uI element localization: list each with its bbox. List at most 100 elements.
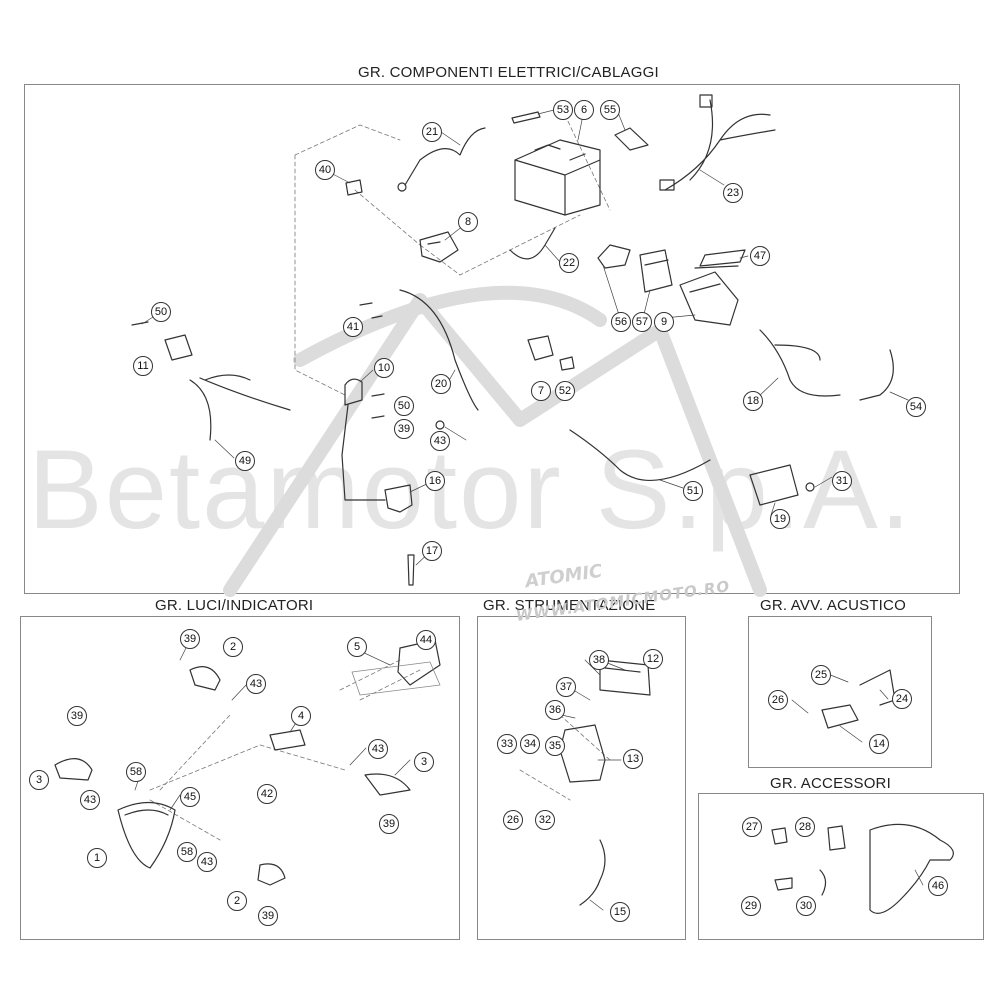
callout-lights-part-number: 44 [416, 630, 436, 650]
left-indicator-part [54, 758, 93, 781]
front-harness-part [664, 99, 776, 191]
front-indicator-part [189, 666, 221, 691]
cable-tie-part [774, 877, 793, 891]
electrical-section-title: GR. COMPONENTI ELETTRICI/CABLAGGI [358, 64, 659, 81]
callout-electrical-part-number: 56 [611, 312, 631, 332]
callout-horn-part-number: 24 [892, 689, 912, 709]
hv-cable-part [341, 404, 386, 501]
clamp-part [771, 827, 788, 845]
spark-plug-cap-part [384, 484, 413, 513]
callout-electrical-part-number: 10 [374, 358, 394, 378]
callout-electrical-part-number: 8 [458, 212, 478, 232]
callout-electrical-part-number: 21 [422, 122, 442, 142]
callout-lights-part-number: 39 [258, 906, 278, 926]
callout-accessories-part-number: 28 [795, 817, 815, 837]
callout-instruments-part-number: 35 [545, 736, 565, 756]
callout-lights-part-number: 39 [67, 706, 87, 726]
cable-clip-part [827, 825, 846, 851]
callout-instruments-part-number: 32 [535, 810, 555, 830]
dashboard-support-part [559, 724, 606, 783]
spark-plug-part [407, 554, 415, 586]
main-harness-part [189, 374, 291, 441]
callout-electrical-part-number: 9 [654, 312, 674, 332]
callout-electrical-part-number: 11 [133, 356, 153, 376]
callout-lights-part-number: 39 [379, 814, 399, 834]
terminal-cap-part [614, 127, 649, 151]
callout-electrical-part-number: 51 [683, 481, 703, 501]
callout-lights-part-number: 5 [347, 637, 367, 657]
callout-lights-part-number: 4 [291, 706, 311, 726]
lights-panel [20, 616, 460, 940]
callout-electrical-part-number: 50 [151, 302, 171, 322]
horn-part [821, 704, 859, 729]
callout-electrical-part-number: 22 [559, 253, 579, 273]
regulator-part [164, 334, 193, 361]
callout-accessories-part-number: 30 [796, 896, 816, 916]
callout-electrical-part-number: 41 [343, 317, 363, 337]
callout-lights-part-number: 3 [29, 770, 49, 790]
callout-lights-part-number: 58 [177, 842, 197, 862]
callout-electrical-part-number: 53 [553, 100, 573, 120]
ignition-coil-part [344, 378, 363, 406]
callout-lights-part-number: 43 [246, 674, 266, 694]
callout-instruments-part-number: 15 [610, 902, 630, 922]
callout-instruments-part-number: 26 [503, 810, 523, 830]
watermark-company-text: Betamotor S.p.A. [28, 427, 913, 552]
rear-harness-part [759, 329, 841, 397]
callout-electrical-part-number: 52 [555, 381, 575, 401]
ecu-support-part [639, 249, 673, 293]
callout-electrical-part-number: 20 [431, 374, 451, 394]
indicator-bracket-part [269, 729, 306, 751]
callout-accessories-part-number: 46 [928, 876, 948, 896]
tube-part [569, 429, 711, 481]
callout-lights-part-number: 43 [368, 739, 388, 759]
callout-electrical-part-number: 49 [235, 451, 255, 471]
positive-cable-part [404, 127, 486, 186]
tail-harness-part [859, 349, 894, 401]
callout-electrical-part-number: 47 [750, 246, 770, 266]
lights-section-title: GR. LUCI/INDICATORI [155, 597, 314, 614]
fuse-part [345, 179, 363, 196]
callout-electrical-part-number: 18 [743, 391, 763, 411]
callout-lights-part-number: 43 [197, 852, 217, 872]
callout-instruments-part-number: 38 [589, 650, 609, 670]
harness-connector [699, 94, 713, 108]
callout-instruments-part-number: 33 [497, 734, 517, 754]
callout-electrical-part-number: 7 [531, 381, 551, 401]
callout-electrical-part-number: 55 [600, 100, 620, 120]
callout-instruments-part-number: 37 [556, 677, 576, 697]
choke-cable-part [399, 289, 479, 411]
mudguard-part [869, 823, 954, 914]
dashboard-part [599, 659, 651, 696]
callout-lights-part-number: 3 [414, 752, 434, 772]
bolt-parts [131, 302, 815, 492]
ecu-bracket-part [597, 244, 631, 269]
electrical-panel [24, 84, 960, 594]
light-support-plate [351, 661, 441, 696]
accessories-panel [698, 793, 984, 940]
instruments-panel [477, 616, 686, 940]
right-indicator-part [364, 773, 411, 796]
clip-part [559, 356, 575, 371]
callout-electrical-part-number: 31 [832, 471, 852, 491]
accessories-section-title: GR. ACCESSORI [770, 775, 891, 792]
callout-lights-part-number: 39 [180, 629, 200, 649]
callout-lights-part-number: 42 [257, 784, 277, 804]
terminal-bolt-part [511, 111, 541, 124]
callout-instruments-part-number: 13 [623, 749, 643, 769]
callout-lights-part-number: 2 [227, 891, 247, 911]
callout-leaders [134, 109, 924, 911]
callout-horn-part-number: 25 [811, 665, 831, 685]
callout-electrical-part-number: 19 [770, 509, 790, 529]
callout-accessories-part-number: 27 [742, 817, 762, 837]
harness-connector [659, 179, 675, 191]
callout-electrical-part-number: 50 [394, 396, 414, 416]
callout-instruments-part-number: 12 [643, 649, 663, 669]
callout-lights-part-number: 45 [180, 787, 200, 807]
callout-lights-part-number: 1 [87, 848, 107, 868]
instruments-section-title: GR. STRUMENTAZIONE [483, 597, 656, 614]
callout-electrical-part-number: 17 [422, 541, 442, 561]
pad-part [694, 249, 746, 269]
headlight-part [117, 801, 176, 869]
